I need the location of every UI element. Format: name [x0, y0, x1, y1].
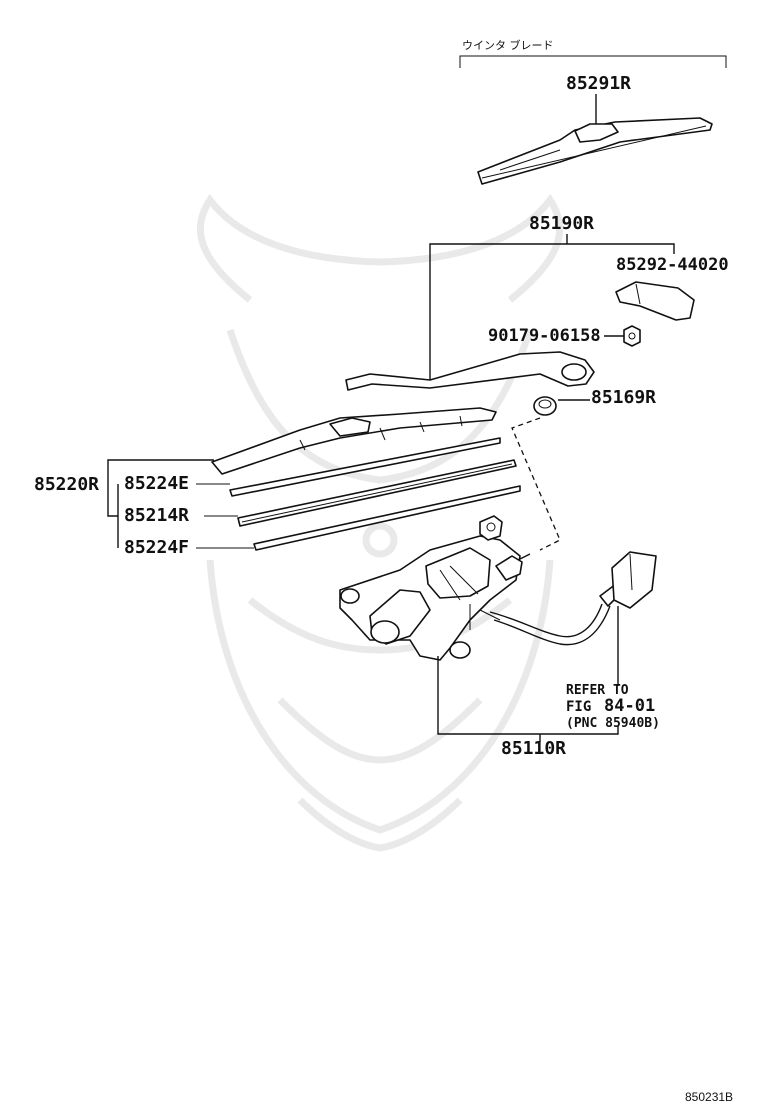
part-85190R-label[interactable]: 85190R — [529, 213, 594, 234]
diagram-id: 850231B — [685, 1090, 733, 1104]
reference-pnc: (PNC 85940B) — [566, 716, 660, 731]
samurai-helmet-watermark-icon — [196, 193, 564, 852]
reference-fig-prefix: FIG — [566, 699, 591, 715]
motor-connector-harness[interactable] — [489, 551, 657, 646]
japanese-title: ウインタ ブレード — [462, 38, 554, 52]
part-85220R-label[interactable]: 85220R — [34, 474, 99, 495]
wiper-blade-assembly-85220R[interactable] — [211, 407, 497, 475]
cap-85169R[interactable] — [533, 396, 557, 416]
part-85292-44020-label[interactable]: 85292-44020 — [616, 255, 729, 275]
part-85291R-label[interactable]: 85291R — [566, 73, 631, 94]
wiper-motor-85110R[interactable] — [339, 515, 531, 661]
nut-90179-06158[interactable] — [623, 325, 641, 347]
part-85214R-label[interactable]: 85214R — [124, 505, 189, 526]
top-blade-bracket: ウインタ ブレード — [459, 38, 727, 68]
part-85169R-label[interactable]: 85169R — [591, 387, 656, 408]
part-85224F-label[interactable]: 85224F — [124, 537, 189, 558]
wiper-blade-85291R[interactable] — [477, 117, 713, 185]
part-85110R-label[interactable]: 85110R — [501, 738, 566, 759]
part-90179-06158-label[interactable]: 90179-06158 — [488, 326, 601, 346]
rubber-blade-85214R[interactable] — [237, 459, 517, 527]
blade-insert-85224E[interactable] — [229, 437, 501, 497]
reference-line-1: REFER TO — [566, 683, 629, 698]
part-85224E-label[interactable]: 85224E — [124, 473, 189, 494]
blade-insert-85224F[interactable] — [253, 485, 521, 551]
arm-cover-85292-44020[interactable] — [615, 281, 695, 321]
wiper-arm-85190R[interactable] — [345, 351, 595, 391]
reference-fig-link[interactable]: 84-01 — [604, 696, 655, 716]
